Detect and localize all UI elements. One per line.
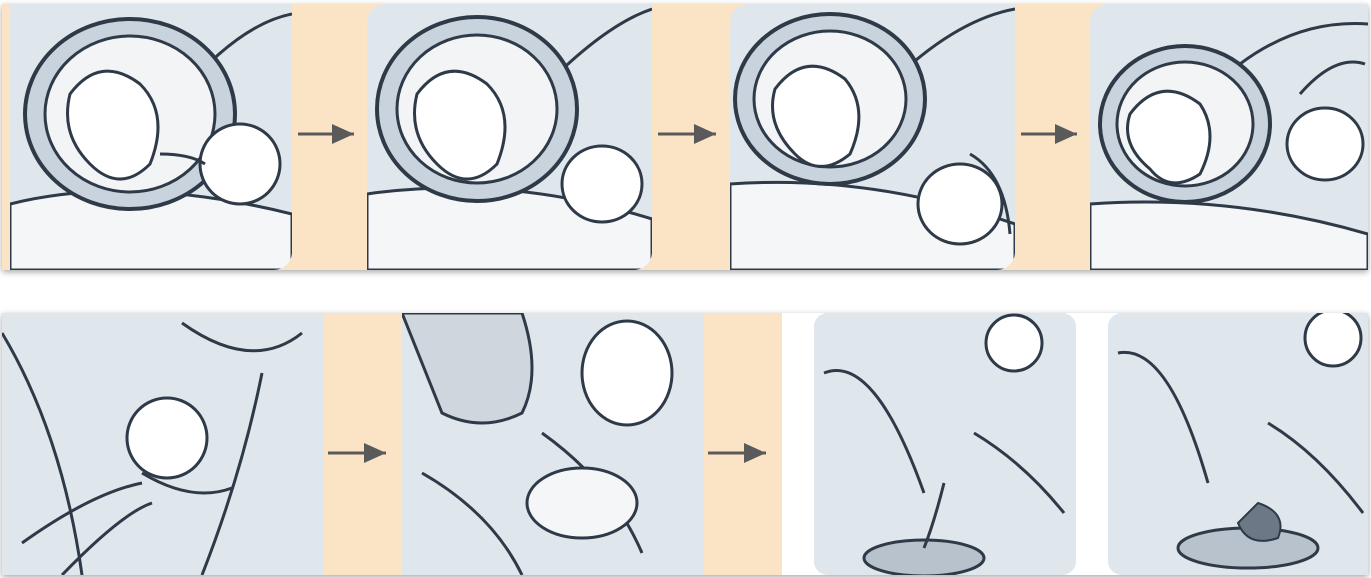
arrow-connector-3 — [1015, 4, 1090, 270]
arrow-connector-5 — [704, 313, 782, 575]
panel-shoulder-delivery — [1090, 4, 1368, 270]
illustration-placenta-delivery — [814, 313, 1076, 575]
arrow-connector-2 — [652, 4, 730, 270]
illustration-baby-delivered-supported — [2, 313, 324, 575]
illustration-baby-on-mothers-abdomen — [402, 313, 704, 575]
birth-sequence-row-2 — [2, 313, 1368, 575]
right-arrow-icon — [324, 313, 402, 575]
illustration-placenta-in-basin — [1108, 313, 1368, 575]
arrow-connector-4 — [324, 313, 402, 575]
panel-placenta-delivery — [814, 313, 1076, 575]
right-arrow-icon — [292, 4, 367, 270]
right-arrow-icon — [704, 313, 782, 575]
illustration-fetal-head-crowning — [10, 4, 292, 270]
panel-baby-on-mothers-abdomen — [402, 313, 704, 575]
panel-fetal-head-crowning — [10, 4, 292, 270]
panel-head-rotating-supported — [730, 4, 1015, 270]
illustration-head-emerging — [367, 4, 652, 270]
panel-placenta-in-basin — [1108, 313, 1368, 575]
arrow-connector-1 — [292, 4, 367, 270]
right-arrow-icon — [652, 4, 730, 270]
right-arrow-icon — [1015, 4, 1090, 270]
panel-baby-delivered-supported — [2, 313, 324, 575]
panel-head-emerging — [367, 4, 652, 270]
illustration-shoulder-delivery — [1090, 4, 1368, 270]
illustration-head-rotating-supported — [730, 4, 1015, 270]
birth-sequence-row-1 — [2, 4, 1368, 270]
